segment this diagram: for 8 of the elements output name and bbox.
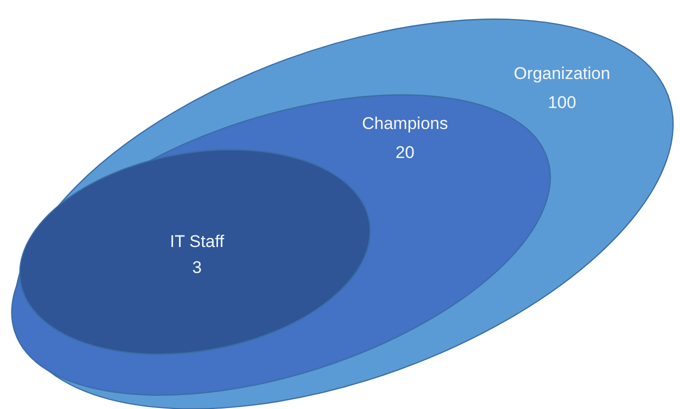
group-label: IT Staff: [170, 232, 224, 252]
ellipse-region: [18, 148, 372, 356]
ellipse-region: [12, 17, 676, 409]
count-label: 20: [396, 143, 414, 163]
count-label: 3: [192, 258, 202, 278]
group-label: Champions: [362, 114, 448, 134]
count-label: 100: [548, 93, 576, 113]
group-label: Organization: [514, 64, 610, 84]
